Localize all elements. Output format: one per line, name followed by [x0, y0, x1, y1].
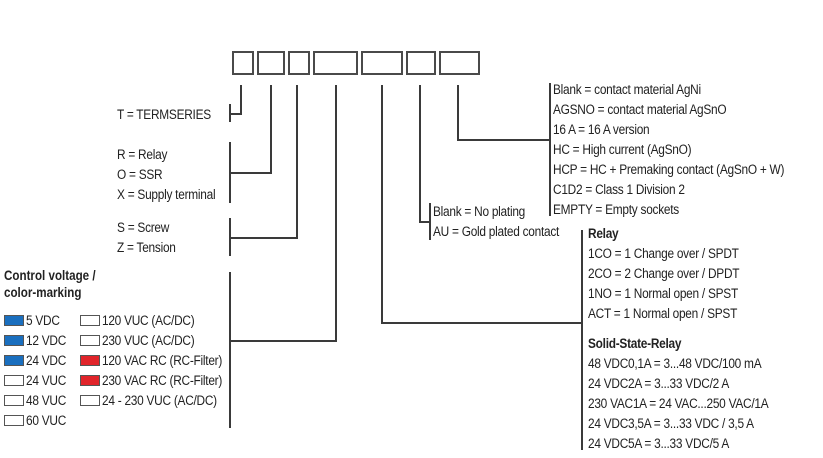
relay-option: 1NO = 1 Normal open / SPST [588, 286, 738, 301]
relay-option: 1CO = 1 Change over / SPDT [588, 246, 739, 261]
legend-label: 120 VAC RC (RC-Filter) [102, 352, 223, 368]
type-option: O = SSR [117, 167, 163, 182]
control-voltage-title: Control voltage / color-marking [4, 267, 96, 301]
legend-label: 24 VUC [26, 372, 67, 388]
color-swatch [80, 394, 100, 406]
series-options: T = TERMSERIES [117, 105, 224, 125]
ssr-option: 24 VDC5A = 3...33 VDC/5 A [588, 436, 730, 451]
legend-item: 5 VDC [4, 310, 64, 330]
plating-option: AU = Gold plated contact [433, 224, 560, 239]
ssr-option: 230 VAC1A = 24 VAC...250 VAC/1A [588, 396, 769, 411]
control-voltage-title-line1: Control voltage / [4, 268, 96, 283]
contact-material-option: C1D2 = Class 1 Division 2 [553, 182, 685, 197]
connector-contact-configuration [381, 85, 582, 324]
legend-item: 120 VAC RC (RC-Filter) [80, 350, 238, 370]
connection-option: S = Screw [117, 220, 170, 235]
legend-item: 120 VUC (AC/DC) [80, 310, 207, 330]
code-box-contact-material [439, 51, 480, 75]
legend-label: 5 VDC [26, 312, 60, 328]
code-box-type [257, 51, 285, 75]
color-swatch [80, 314, 100, 326]
contact-material-options: Blank = contact material AgNi AGSNO = co… [553, 80, 816, 220]
legend-item: 24 - 230 VUC (AC/DC) [80, 390, 233, 410]
code-box-control-voltage [313, 51, 358, 75]
legend-label: 12 VDC [26, 332, 67, 348]
ssr-option: 24 VDC2A = 3...33 VDC/2 A [588, 376, 730, 391]
connector-plating [419, 85, 430, 223]
ssr-heading: Solid-State-Relay [588, 336, 682, 351]
connector-control-voltage [230, 85, 337, 342]
relay-option: ACT = 1 Normal open / SPST [588, 306, 738, 321]
code-box-contact-configuration [361, 51, 403, 75]
legend-label: 230 VUC (AC/DC) [102, 332, 195, 348]
color-swatch [4, 374, 24, 386]
legend-label: 60 VUC [26, 412, 67, 428]
connector-contact-material [457, 85, 550, 141]
legend-label: 24 VDC [26, 352, 67, 368]
legend-label: 230 VAC RC (RC-Filter) [102, 372, 223, 388]
contact-material-option: Blank = contact material AgNi [553, 82, 701, 97]
color-swatch [4, 414, 24, 426]
ssr-option: 48 VDC0,1A = 3...48 VDC/100 mA [588, 356, 762, 371]
color-swatch [4, 334, 24, 346]
connection-option: Z = Tension [117, 240, 176, 255]
legend-label: 48 VUC [26, 392, 67, 408]
legend-label: 24 - 230 VUC (AC/DC) [102, 392, 217, 408]
legend-item: 24 VDC [4, 350, 71, 370]
type-option: X = Supply terminal [117, 187, 216, 202]
legend-item: 48 VUC [4, 390, 71, 410]
contact-material-option: AGSNO = contact material AgSnO [553, 102, 727, 117]
contact-material-option: EMPTY = Empty sockets [553, 202, 679, 217]
type-options: R = Relay O = SSR X = Supply terminal [117, 145, 229, 205]
connection-options: S = Screw Z = Tension [117, 218, 184, 258]
legend-item: 230 VUC (AC/DC) [80, 330, 207, 350]
legend-item: 60 VUC [4, 410, 71, 430]
code-box-plating [406, 51, 436, 75]
color-swatch [4, 314, 24, 326]
type-option: R = Relay [117, 147, 168, 162]
relay-heading: Relay [588, 226, 619, 241]
connector-series [230, 85, 242, 115]
ssr-option: 24 VDC3,5A = 3...33 VDC / 3,5 A [588, 416, 754, 431]
series-option: T = TERMSERIES [117, 107, 211, 122]
connector-type [230, 85, 272, 174]
code-box-series [232, 51, 254, 75]
contact-configuration-options: Relay 1CO = 1 Change over / SPDT 2CO = 2… [588, 224, 793, 454]
plating-option: Blank = No plating [433, 204, 526, 219]
plating-options: Blank = No plating AU = Gold plated cont… [433, 202, 576, 242]
contact-material-option: 16 A = 16 A version [553, 122, 650, 137]
legend-label: 120 VUC (AC/DC) [102, 312, 195, 328]
relay-option: 2CO = 2 Change over / DPDT [588, 266, 740, 281]
color-swatch [80, 374, 100, 386]
color-swatch [4, 394, 24, 406]
connector-connection [230, 85, 298, 239]
control-voltage-title-line2: color-marking [4, 285, 82, 300]
contact-material-option: HC = High current (AgSnO) [553, 142, 692, 157]
color-swatch [80, 334, 100, 346]
legend-item: 12 VDC [4, 330, 71, 350]
color-swatch [80, 354, 100, 366]
color-swatch [4, 354, 24, 366]
contact-material-option: HCP = HC + Premaking contact (AgSnO + W) [553, 162, 785, 177]
code-box-connection [288, 51, 310, 75]
legend-item: 230 VAC RC (RC-Filter) [80, 370, 238, 390]
legend-item: 24 VUC [4, 370, 71, 390]
